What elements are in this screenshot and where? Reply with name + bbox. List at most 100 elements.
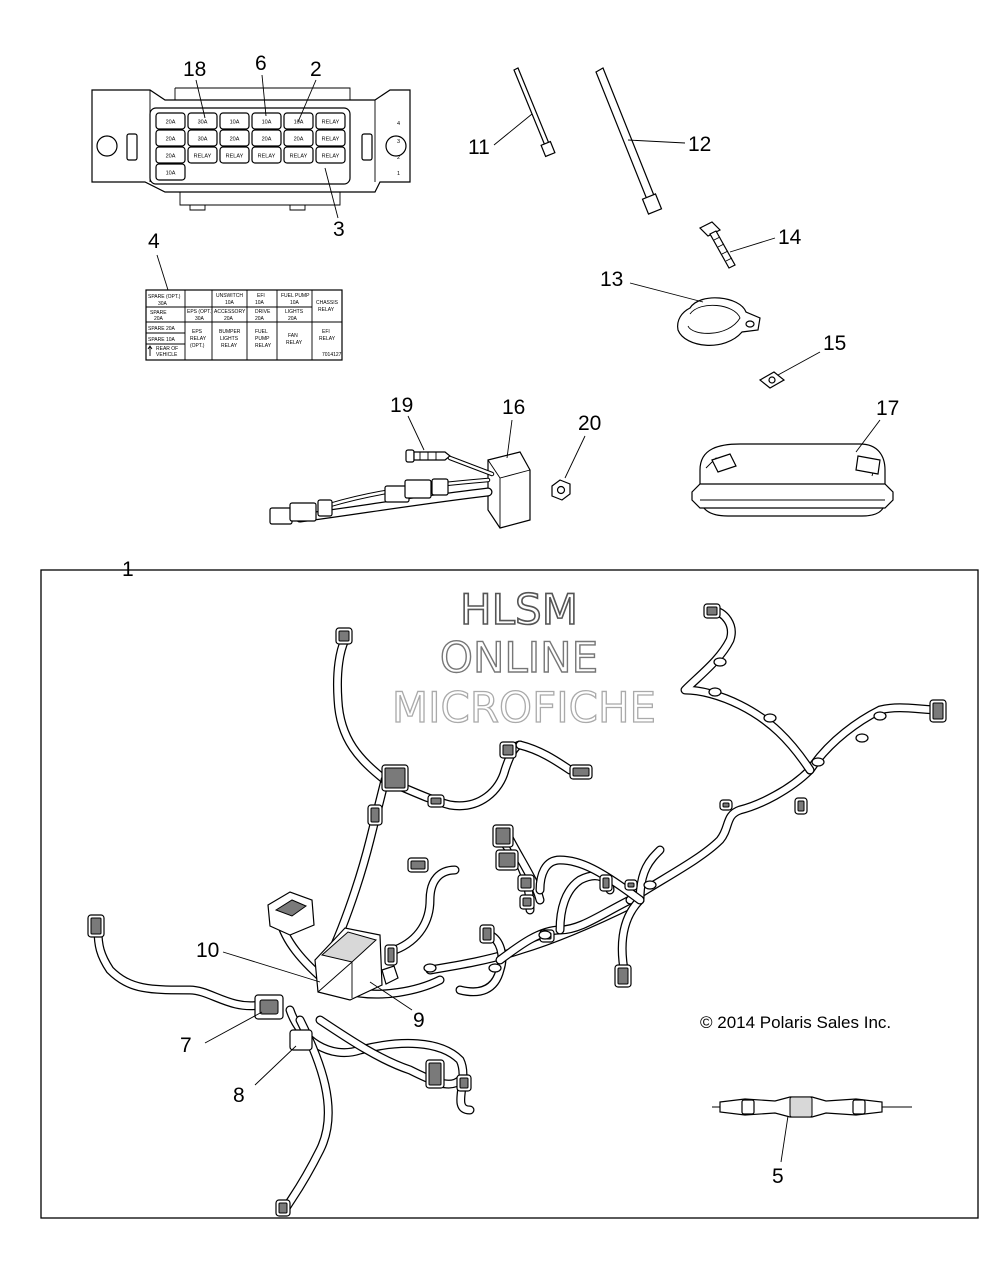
callout-19: 19 xyxy=(390,394,413,417)
harness-branch-fill xyxy=(334,636,389,784)
svg-text:EFI: EFI xyxy=(322,329,330,335)
svg-text:RELAY: RELAY xyxy=(255,343,272,349)
harness-branch xyxy=(390,865,460,955)
harness-branch-fill xyxy=(94,926,264,1010)
svg-text:SPARE (OPT.): SPARE (OPT.) xyxy=(148,294,181,300)
callout-9: 9 xyxy=(413,1009,425,1032)
svg-text:RELAY: RELAY xyxy=(221,343,238,349)
harness-branch-fill xyxy=(626,766,814,904)
fuse-slot-label: 20A xyxy=(166,137,176,143)
fuse-slot-label: 30A xyxy=(198,137,208,143)
callout-16: 16 xyxy=(502,396,525,419)
svg-text:7014127: 7014127 xyxy=(322,352,342,358)
svg-text:REAR OF: REAR OF xyxy=(156,346,178,352)
harness-connector-face xyxy=(387,947,395,963)
cable-tie-large xyxy=(595,67,663,215)
svg-text:PUMP: PUMP xyxy=(255,336,270,342)
fuse-slot-label: 10A xyxy=(230,120,240,126)
callout-20: 20 xyxy=(578,412,601,435)
fuse-slot-label: RELAY xyxy=(322,137,340,143)
fuse-slot xyxy=(155,146,186,164)
fuse-slot-label: RELAY xyxy=(258,154,276,160)
harness-connector-face xyxy=(502,744,514,756)
fuse-slot-label: RELAY xyxy=(322,154,340,160)
callout-18: 18 xyxy=(183,58,206,81)
harness-connector-face xyxy=(384,767,406,789)
callout-2: 2 xyxy=(310,58,322,81)
harness-connector-face xyxy=(370,807,380,823)
svg-text:(OPT.): (OPT.) xyxy=(190,343,205,349)
svg-text:RELAY: RELAY xyxy=(286,340,303,346)
fuse-slot-label: 10A xyxy=(262,120,272,126)
harness-connector-face xyxy=(617,967,629,985)
svg-text:RELAY: RELAY xyxy=(318,307,335,313)
harness-branch xyxy=(93,925,265,1011)
svg-text:30A: 30A xyxy=(195,316,205,322)
harness-connector-face xyxy=(706,606,718,616)
svg-text:LIGHTS: LIGHTS xyxy=(220,336,239,342)
svg-text:CHASSIS: CHASSIS xyxy=(316,300,339,306)
svg-text:VEHICLE: VEHICLE xyxy=(156,352,178,358)
watermark-line-1: HLSM xyxy=(460,585,578,634)
fuse-slot xyxy=(315,129,346,147)
svg-text:EPS: EPS xyxy=(192,329,203,335)
fuse-slot-label: RELAY xyxy=(322,120,340,126)
svg-text:30A: 30A xyxy=(158,301,168,307)
harness-clip xyxy=(873,711,887,721)
harness-connector-face xyxy=(627,882,635,888)
fuse-slot xyxy=(251,129,282,147)
fuse-slot-label: 30A xyxy=(198,120,208,126)
fuse-slot-label: 20A xyxy=(166,154,176,160)
push-pin xyxy=(405,449,451,463)
fuse-slot xyxy=(187,112,218,130)
callout-15: 15 xyxy=(823,332,846,355)
cable-tie-small xyxy=(513,67,556,158)
fuse-side-4: 4 xyxy=(397,121,400,127)
callout-4: 4 xyxy=(148,230,160,253)
svg-text:SPARE 20A: SPARE 20A xyxy=(148,326,176,332)
harness-connector-face xyxy=(428,1062,442,1086)
svg-text:BUMPER: BUMPER xyxy=(219,329,241,335)
fuse-slot xyxy=(315,146,346,164)
svg-text:UNSWITCH: UNSWITCH xyxy=(216,293,243,299)
callout-14: 14 xyxy=(778,226,802,249)
watermark-line-2: ONLINE xyxy=(440,633,598,682)
harness-branch-fill xyxy=(281,1016,332,1214)
harness-connector-face xyxy=(797,800,805,812)
svg-text:EPS (OPT.): EPS (OPT.) xyxy=(187,309,213,315)
sub-harness xyxy=(269,451,531,529)
harness-branch-fill xyxy=(516,741,574,774)
svg-text:SPARE 10A: SPARE 10A xyxy=(148,337,176,343)
harness-clip xyxy=(423,963,437,973)
fuse-box-cover xyxy=(691,443,894,517)
svg-text:SPARE: SPARE xyxy=(150,310,167,316)
u-nut xyxy=(758,371,786,389)
harness-clip xyxy=(811,757,825,767)
fuse-slot-label: RELAY xyxy=(194,154,212,160)
harness-clip xyxy=(488,963,502,973)
fuse-slot xyxy=(283,129,314,147)
svg-text:10A: 10A xyxy=(290,300,300,306)
callout-8: 8 xyxy=(233,1084,245,1107)
harness-clip xyxy=(763,713,777,723)
main-harness-frame xyxy=(40,569,979,1219)
fuse-side-1: 1 xyxy=(397,171,400,177)
fuse-slot xyxy=(251,146,282,164)
callout-10: 10 xyxy=(196,939,219,962)
callout-5: 5 xyxy=(772,1165,784,1188)
callout-17: 17 xyxy=(876,397,899,420)
harness-connector-face xyxy=(410,860,426,870)
fuse-slot xyxy=(187,146,218,164)
svg-text:10A: 10A xyxy=(225,300,235,306)
harness-clip xyxy=(708,687,722,697)
svg-text:DRIVE: DRIVE xyxy=(255,309,271,315)
harness-connector-face xyxy=(520,877,532,889)
harness-connector-face xyxy=(602,877,610,889)
fuse-decal: SPARE (OPT.) 30A SPARE 20A SPARE 20A SPA… xyxy=(145,289,343,361)
p-clamp xyxy=(677,297,761,346)
harness-connector-face xyxy=(722,802,730,808)
fuse-slot xyxy=(219,129,250,147)
svg-text:20A: 20A xyxy=(224,316,234,322)
svg-text:RELAY: RELAY xyxy=(190,336,207,342)
